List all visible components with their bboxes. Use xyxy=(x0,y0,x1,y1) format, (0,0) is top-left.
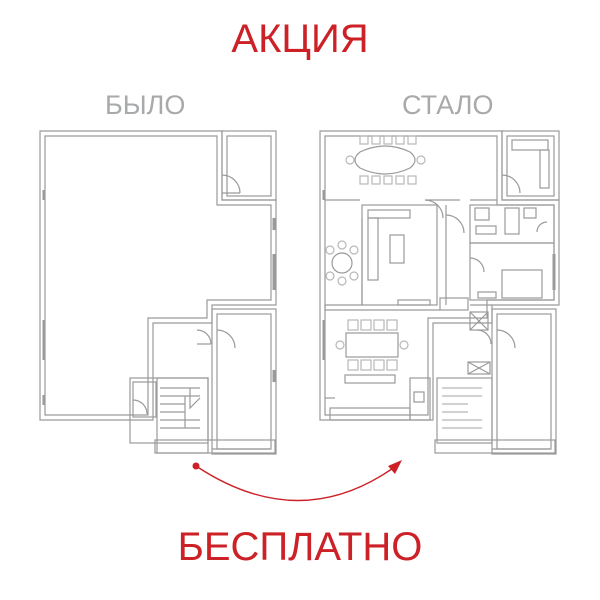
before-plan-label: БЫЛО xyxy=(105,90,186,120)
after-plan-label: СТАЛО xyxy=(402,90,494,120)
after-floor-plan xyxy=(319,130,560,455)
before-floor-plan xyxy=(39,130,277,455)
free-label: БЕСПЛАТНО xyxy=(177,525,423,569)
promo-title: АКЦИЯ xyxy=(231,17,369,61)
transition-arrow xyxy=(192,460,402,502)
curved-arrow-right-icon xyxy=(195,465,397,502)
